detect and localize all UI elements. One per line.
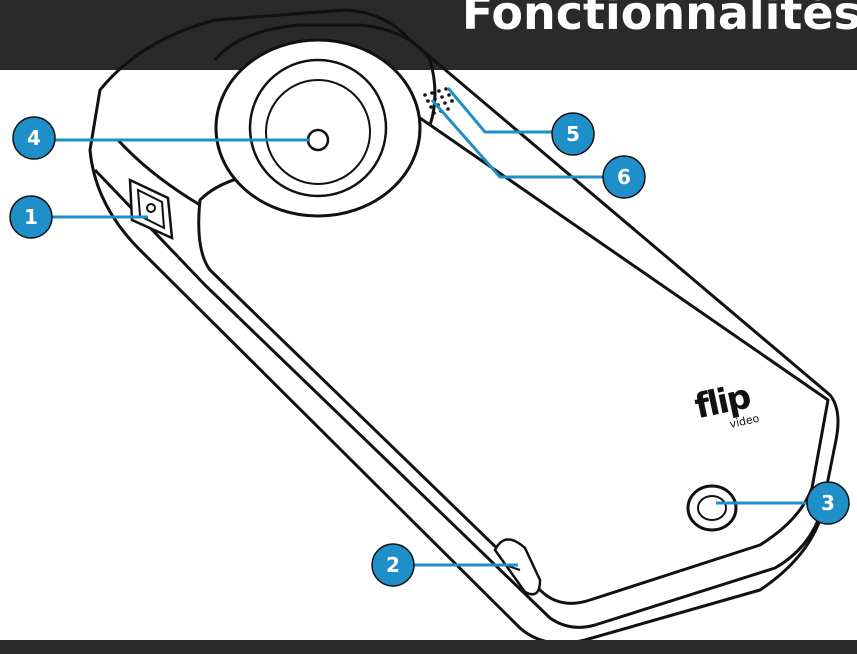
flip-logo-video: video <box>728 412 760 431</box>
camera-top-bump <box>213 23 437 126</box>
speaker-grille <box>423 87 454 115</box>
camera-side-band <box>93 168 824 629</box>
callout-badge-3: 3 <box>806 481 850 525</box>
leader-line-6 <box>430 99 605 179</box>
callout-number-3: 3 <box>821 491 835 515</box>
leader-line-5 <box>446 87 553 134</box>
camera-lens <box>214 38 422 218</box>
callout-badge-2: 2 <box>371 543 415 587</box>
callout-badge-1: 1 <box>9 195 53 239</box>
callout-number-5: 5 <box>566 122 580 146</box>
callout-badge-4: 4 <box>12 116 56 160</box>
power-button <box>128 177 174 241</box>
callout-number-6: 6 <box>617 165 631 189</box>
tripod-mount <box>686 484 738 532</box>
camera-side-edge <box>116 138 201 207</box>
flip-logo: flip video <box>691 377 760 431</box>
power-icon <box>146 203 156 213</box>
page-title: Fonctionnalités <box>461 0 857 40</box>
callout-badge-6: 6 <box>602 155 646 199</box>
footer-bar <box>0 640 857 654</box>
callout-number-4: 4 <box>27 126 41 150</box>
callout-number-2: 2 <box>386 553 400 577</box>
callout-badge-5: 5 <box>551 112 595 156</box>
callout-number-1: 1 <box>24 205 38 229</box>
callout-lines <box>52 87 808 567</box>
lens-center <box>306 128 330 152</box>
